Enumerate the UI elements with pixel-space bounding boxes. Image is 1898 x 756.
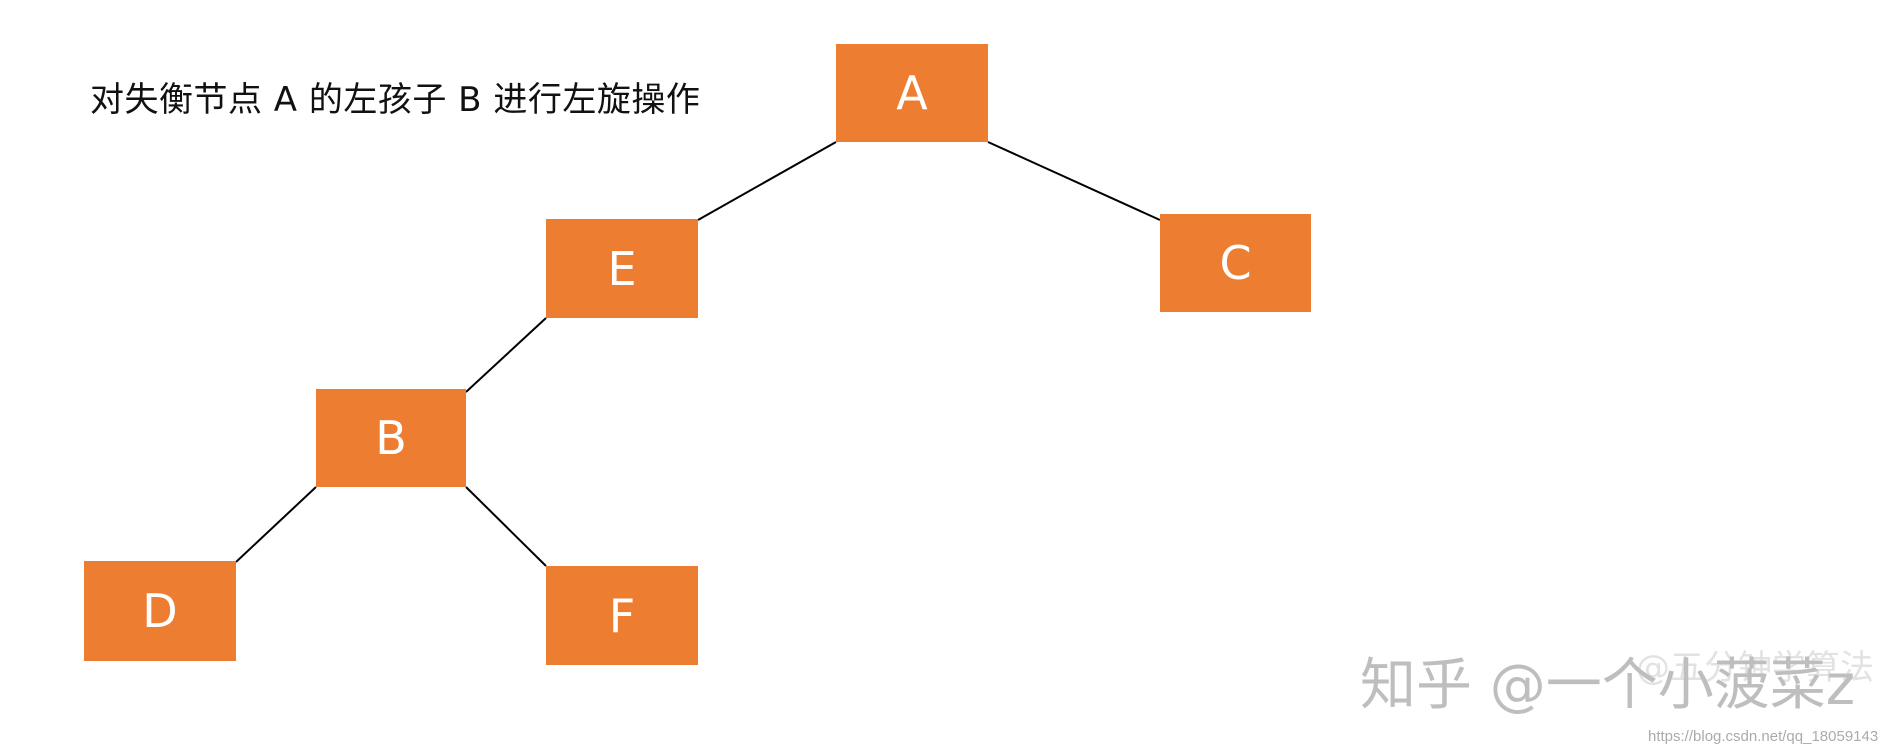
node-label: F	[608, 588, 636, 643]
node-label: A	[896, 66, 928, 120]
edge-a-e	[697, 141, 837, 221]
tree-node-b: B	[316, 389, 466, 487]
edge-e-b	[465, 317, 547, 393]
diagram-caption: 对失衡节点 A 的左孩子 B 进行左旋操作	[90, 80, 701, 120]
zhihu-watermark: 知乎 @一个小菠菜z	[1360, 653, 1856, 718]
node-label: E	[607, 241, 637, 296]
edge-b-d	[235, 486, 317, 563]
tree-node-a: A	[836, 44, 988, 142]
node-label: C	[1219, 236, 1252, 290]
tree-node-d: D	[84, 561, 236, 661]
tree-node-f: F	[546, 566, 698, 665]
edge-a-c	[987, 141, 1161, 221]
source-url-watermark: https://blog.csdn.net/qq_18059143	[1648, 728, 1879, 745]
tree-node-c: C	[1160, 214, 1311, 312]
node-label: B	[375, 411, 407, 465]
node-label: D	[142, 584, 178, 638]
edge-b-f	[465, 486, 547, 567]
overlay-watermark: @五分钟学算法	[1636, 648, 1874, 688]
tree-node-e: E	[546, 219, 698, 318]
